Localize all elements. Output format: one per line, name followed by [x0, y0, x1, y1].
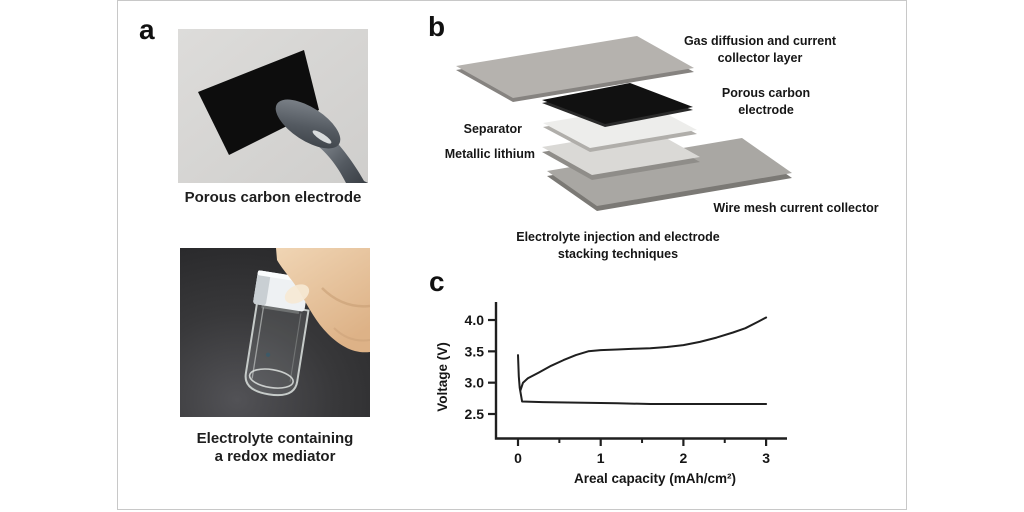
photo2-caption: Electrolyte containing a redox mediator — [155, 430, 395, 465]
electrode-photo — [178, 29, 368, 183]
panel-b-caption-line2: stacking techniques — [557, 246, 679, 261]
porous-carbon-label-line1: Porous carbon — [721, 86, 811, 100]
svg-text:3.0: 3.0 — [465, 375, 485, 391]
panel-b-letter: b — [428, 11, 446, 42]
gas-diffusion-label: Gas diffusion and current collector laye… — [665, 33, 855, 66]
finger-crease — [321, 287, 370, 308]
vial-cap-shade — [253, 270, 271, 306]
svg-text:4.0: 4.0 — [465, 312, 485, 328]
electrolyte-photo — [180, 248, 370, 417]
vial-bottom-highlight — [248, 368, 294, 389]
wire-mesh-layer — [547, 138, 792, 206]
panel-b-caption: Electrolyte injection and electrode stac… — [505, 229, 731, 262]
metallic-lithium-label: Metallic lithium — [444, 147, 535, 161]
chart-y-axis-label: Voltage (V) — [435, 342, 450, 412]
series-discharge — [517, 354, 768, 405]
vial-body — [244, 301, 310, 397]
gas-diffusion-label-line2: collector layer — [717, 50, 803, 65]
vial-speck — [265, 352, 271, 357]
panel-c-letter: c — [429, 266, 445, 297]
svg-text:3: 3 — [762, 450, 770, 466]
photo2-caption-line2: a redox mediator — [214, 447, 336, 465]
chart-x-axis-label: Areal capacity (mAh/cm²) — [573, 471, 737, 486]
svg-text:3.5: 3.5 — [465, 343, 485, 359]
battery-stack-diagram — [456, 36, 792, 211]
spatula-highlight — [312, 130, 332, 144]
series-charge — [519, 316, 768, 392]
vial-reflection — [251, 307, 265, 379]
fingernail — [284, 284, 310, 304]
panel-b-caption-line1: Electrolyte injection and electrode — [516, 230, 720, 244]
wire-mesh-label: Wire mesh current collector — [713, 201, 879, 215]
svg-text:2: 2 — [680, 450, 688, 466]
black-electrode-sheet — [198, 50, 319, 155]
electrolyte-photo-svg — [180, 248, 370, 417]
photo1-caption: Porous carbon electrode — [184, 189, 362, 206]
porous-carbon-label-line2: electrode — [738, 102, 794, 117]
porous-carbon-label: Porous carbon electrode — [686, 85, 846, 118]
panel-a-letter: a — [139, 14, 155, 45]
finger-crease-2 — [333, 327, 370, 342]
svg-text:2.5: 2.5 — [465, 406, 485, 422]
vial-reflection-2 — [289, 313, 302, 382]
photo2-caption-line1: Electrolyte containing — [196, 430, 354, 447]
fingers — [276, 248, 370, 353]
electrode-photo-svg — [178, 29, 368, 183]
gas-diffusion-label-line1: Gas diffusion and current — [683, 34, 837, 48]
separator-label: Separator — [463, 122, 522, 136]
svg-text:0: 0 — [514, 450, 522, 466]
gas-diffusion-layer — [456, 36, 694, 98]
carbon-layer — [542, 83, 693, 124]
voltage-capacity-chart: 2.5 3.0 3.5 4.0 0 1 2 3 — [465, 302, 787, 466]
svg-text:1: 1 — [597, 450, 605, 466]
